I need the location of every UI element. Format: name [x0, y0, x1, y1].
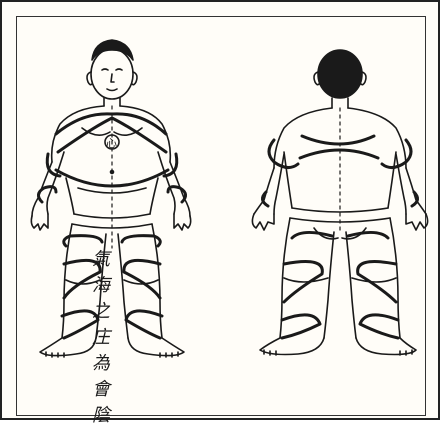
caption-char: 陰: [92, 406, 110, 426]
caption-char: 海: [92, 276, 110, 296]
caption-char: 為: [92, 354, 110, 374]
caption-char: 之: [92, 302, 110, 322]
back-figure: [252, 50, 427, 355]
vertical-caption: 氣 海 之 庄 為 會 陰: [88, 250, 114, 426]
caption-char: 庄: [92, 328, 110, 348]
caption-char: 會: [92, 380, 110, 400]
heart-label: 心: [106, 135, 117, 151]
caption-char: 氣: [92, 250, 110, 270]
